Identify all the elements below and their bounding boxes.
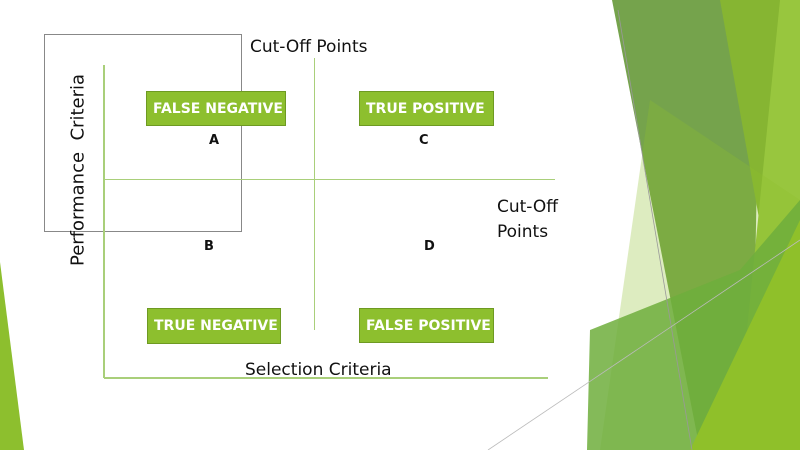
quadrant-false-negative: FALSE NEGATIVE (146, 91, 286, 126)
highlight-rectangle (44, 34, 242, 232)
vertical-cutoff-line (314, 58, 315, 330)
y-axis-label: Performance Criteria (67, 73, 89, 267)
quadrant-true-positive: TRUE POSITIVE (359, 91, 494, 126)
quadrant-letter-d: D (424, 239, 435, 254)
y-axis-line (103, 65, 105, 378)
quadrant-false-positive: FALSE POSITIVE (359, 308, 494, 343)
right-cutoff-label: Cut-Off Points (497, 195, 558, 245)
quadrant-letter-b: B (204, 239, 214, 254)
quadrant-true-negative: TRUE NEGATIVE (147, 308, 281, 344)
quadrant-letter-a: A (209, 133, 220, 148)
x-axis-line (104, 377, 548, 379)
x-axis-label: Selection Criteria (245, 360, 392, 380)
horizontal-cutoff-line (104, 179, 555, 180)
top-cutoff-label: Cut-Off Points (250, 37, 368, 57)
quadrant-letter-c: C (419, 133, 429, 148)
right-cutoff-label-line2: Points (497, 222, 549, 242)
right-cutoff-label-line1: Cut-Off (497, 197, 559, 217)
